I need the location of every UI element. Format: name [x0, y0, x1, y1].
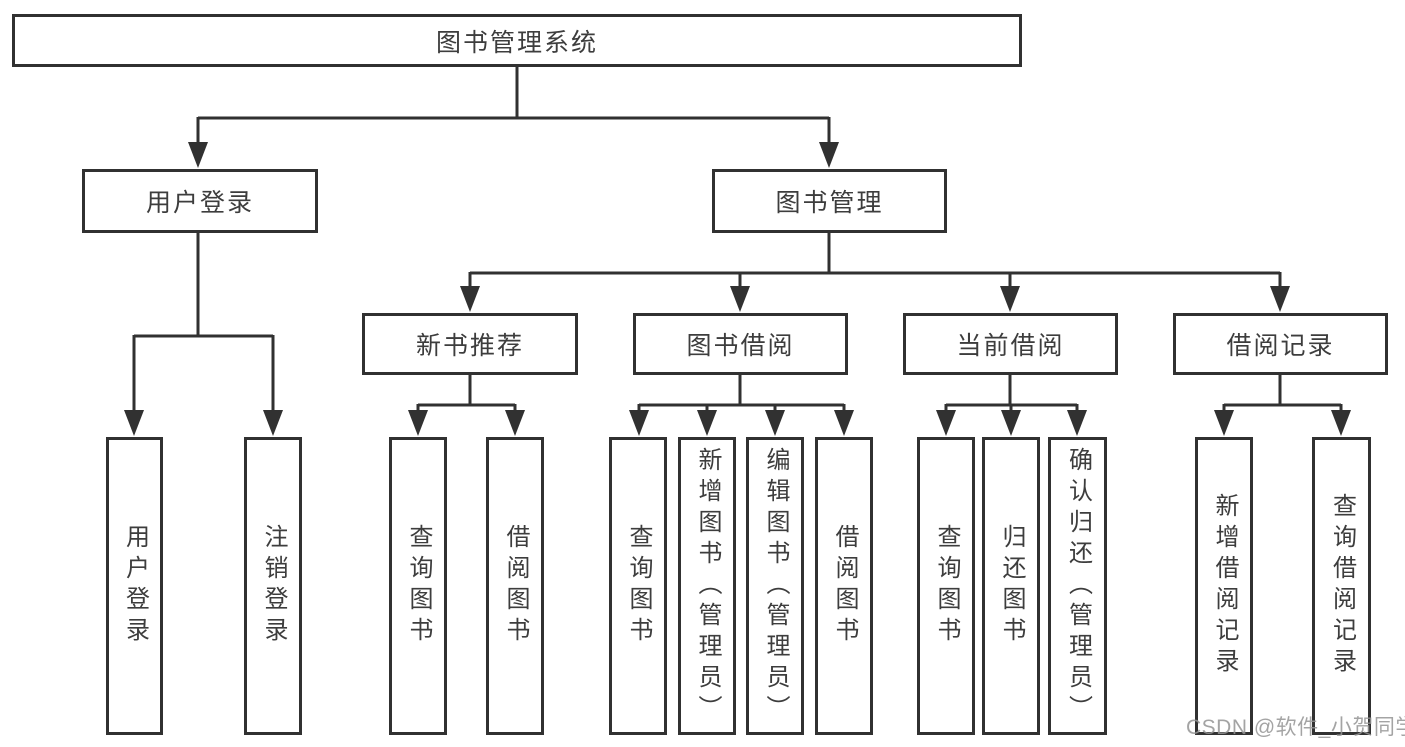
leaf-user-login: 用户登录 [106, 437, 163, 735]
arrowhead [819, 142, 839, 168]
arrowhead [460, 286, 480, 312]
arrowhead [263, 410, 283, 436]
arrowhead [765, 410, 785, 436]
node-label: 查询图书 [933, 524, 960, 648]
node-label: 查询图书 [625, 524, 652, 648]
node-label: 图书借阅 [686, 332, 795, 360]
node-book-management: 图书管理 [712, 169, 947, 233]
node-book-borrowing: 图书借阅 [633, 313, 848, 375]
node-label: 注销登录 [260, 524, 287, 648]
node-label: 新书推荐 [415, 332, 524, 360]
arrowhead [1001, 410, 1021, 436]
arrowhead [124, 410, 144, 436]
node-label: 确认归还（管理员） [1064, 446, 1092, 726]
arrowhead [1331, 410, 1351, 436]
node-user-login: 用户登录 [82, 169, 318, 233]
leaf-query-borrow-record: 查询借阅记录 [1312, 437, 1371, 735]
leaf-logout: 注销登录 [244, 437, 302, 735]
leaf-borrow-books-recommend: 借阅图书 [486, 437, 544, 735]
leaf-query-books-borrowing: 查询图书 [609, 437, 667, 735]
arrowhead [730, 286, 750, 312]
node-label: 归还图书 [998, 524, 1025, 648]
node-label: 查询图书 [405, 524, 432, 648]
arrowhead [1067, 410, 1087, 436]
node-label: 新增借阅记录 [1211, 493, 1238, 679]
arrowhead [1214, 410, 1234, 436]
arrowhead [1000, 286, 1020, 312]
node-label: 借阅图书 [831, 524, 858, 648]
node-label: 用户登录 [121, 524, 149, 648]
node-current-borrowing: 当前借阅 [903, 313, 1118, 375]
leaf-return-books: 归还图书 [982, 437, 1040, 735]
leaf-add-borrow-record: 新增借阅记录 [1195, 437, 1253, 735]
node-label: 借阅记录 [1226, 332, 1335, 360]
arrowhead [629, 410, 649, 436]
arrowhead [188, 142, 208, 168]
arrowhead [505, 410, 525, 436]
leaf-edit-books-admin: 编辑图书（管理员） [746, 437, 804, 735]
node-label: 用户登录 [145, 189, 254, 217]
leaf-query-books-recommend: 查询图书 [389, 437, 447, 735]
node-borrowing-records: 借阅记录 [1173, 313, 1388, 375]
leaf-borrow-books: 借阅图书 [815, 437, 873, 735]
node-new-book-recommendation: 新书推荐 [362, 313, 578, 375]
arrowhead [834, 410, 854, 436]
arrowhead [408, 410, 428, 436]
node-label: 图书管理 [775, 189, 884, 217]
leaf-add-books-admin: 新增图书（管理员） [678, 437, 736, 735]
arrowhead [1270, 286, 1290, 312]
node-label: 新增图书（管理员） [694, 446, 721, 726]
arrowhead [936, 410, 956, 436]
leaf-confirm-return-admin: 确认归还（管理员） [1048, 437, 1107, 735]
node-label: 借阅图书 [502, 524, 529, 648]
arrowhead-group [124, 142, 1351, 436]
leaf-query-books-current: 查询图书 [917, 437, 975, 735]
node-library-management-system: 图书管理系统 [12, 14, 1022, 67]
node-label: 当前借阅 [956, 332, 1065, 360]
csdn-watermark: CSDN @软件_小贺同学 [1186, 716, 1405, 739]
arrowhead [697, 410, 717, 436]
node-label: 编辑图书（管理员） [762, 446, 789, 726]
node-label: 查询借阅记录 [1328, 493, 1356, 679]
node-label: 图书管理系统 [435, 28, 598, 57]
